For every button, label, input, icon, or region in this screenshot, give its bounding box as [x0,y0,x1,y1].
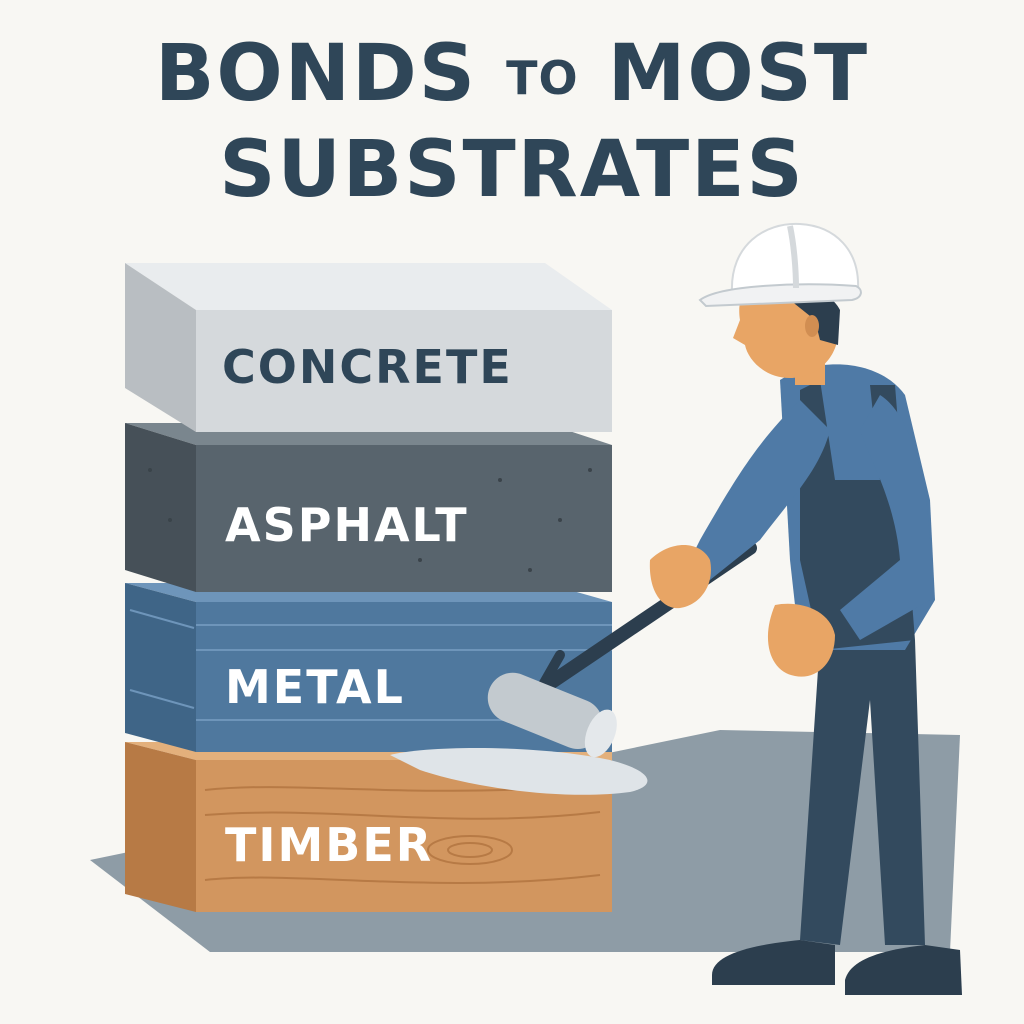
worker-hand-back [767,603,835,677]
substrate-label-concrete: CONCRETE [222,340,513,394]
coating-puddle [390,748,648,795]
hard-hat-icon [698,222,862,308]
headline-word-most: MOST [607,29,870,119]
headline-line-1: BONDS TO MOST [0,28,1024,124]
substrate-label-metal: METAL [225,660,405,714]
headline-word-to: TO [506,51,579,105]
worker-boot-right [845,945,962,995]
worker-arm-back [840,395,931,640]
concrete-block [125,263,612,432]
worker-arm-front [690,400,830,580]
headline: BONDS TO MOST SUBSTRATES [0,28,1024,216]
substrate-label-timber: TIMBER [225,818,434,872]
headline-word-bonds: BONDS [154,29,477,119]
worker-figure [649,222,962,995]
headline-line-2: SUBSTRATES [219,125,805,215]
worker-legs [800,640,925,945]
worker-ear [805,315,819,337]
worker-boot-left [712,940,835,985]
substrate-label-asphalt: ASPHALT [225,498,469,552]
worker-hand-front [649,545,711,609]
